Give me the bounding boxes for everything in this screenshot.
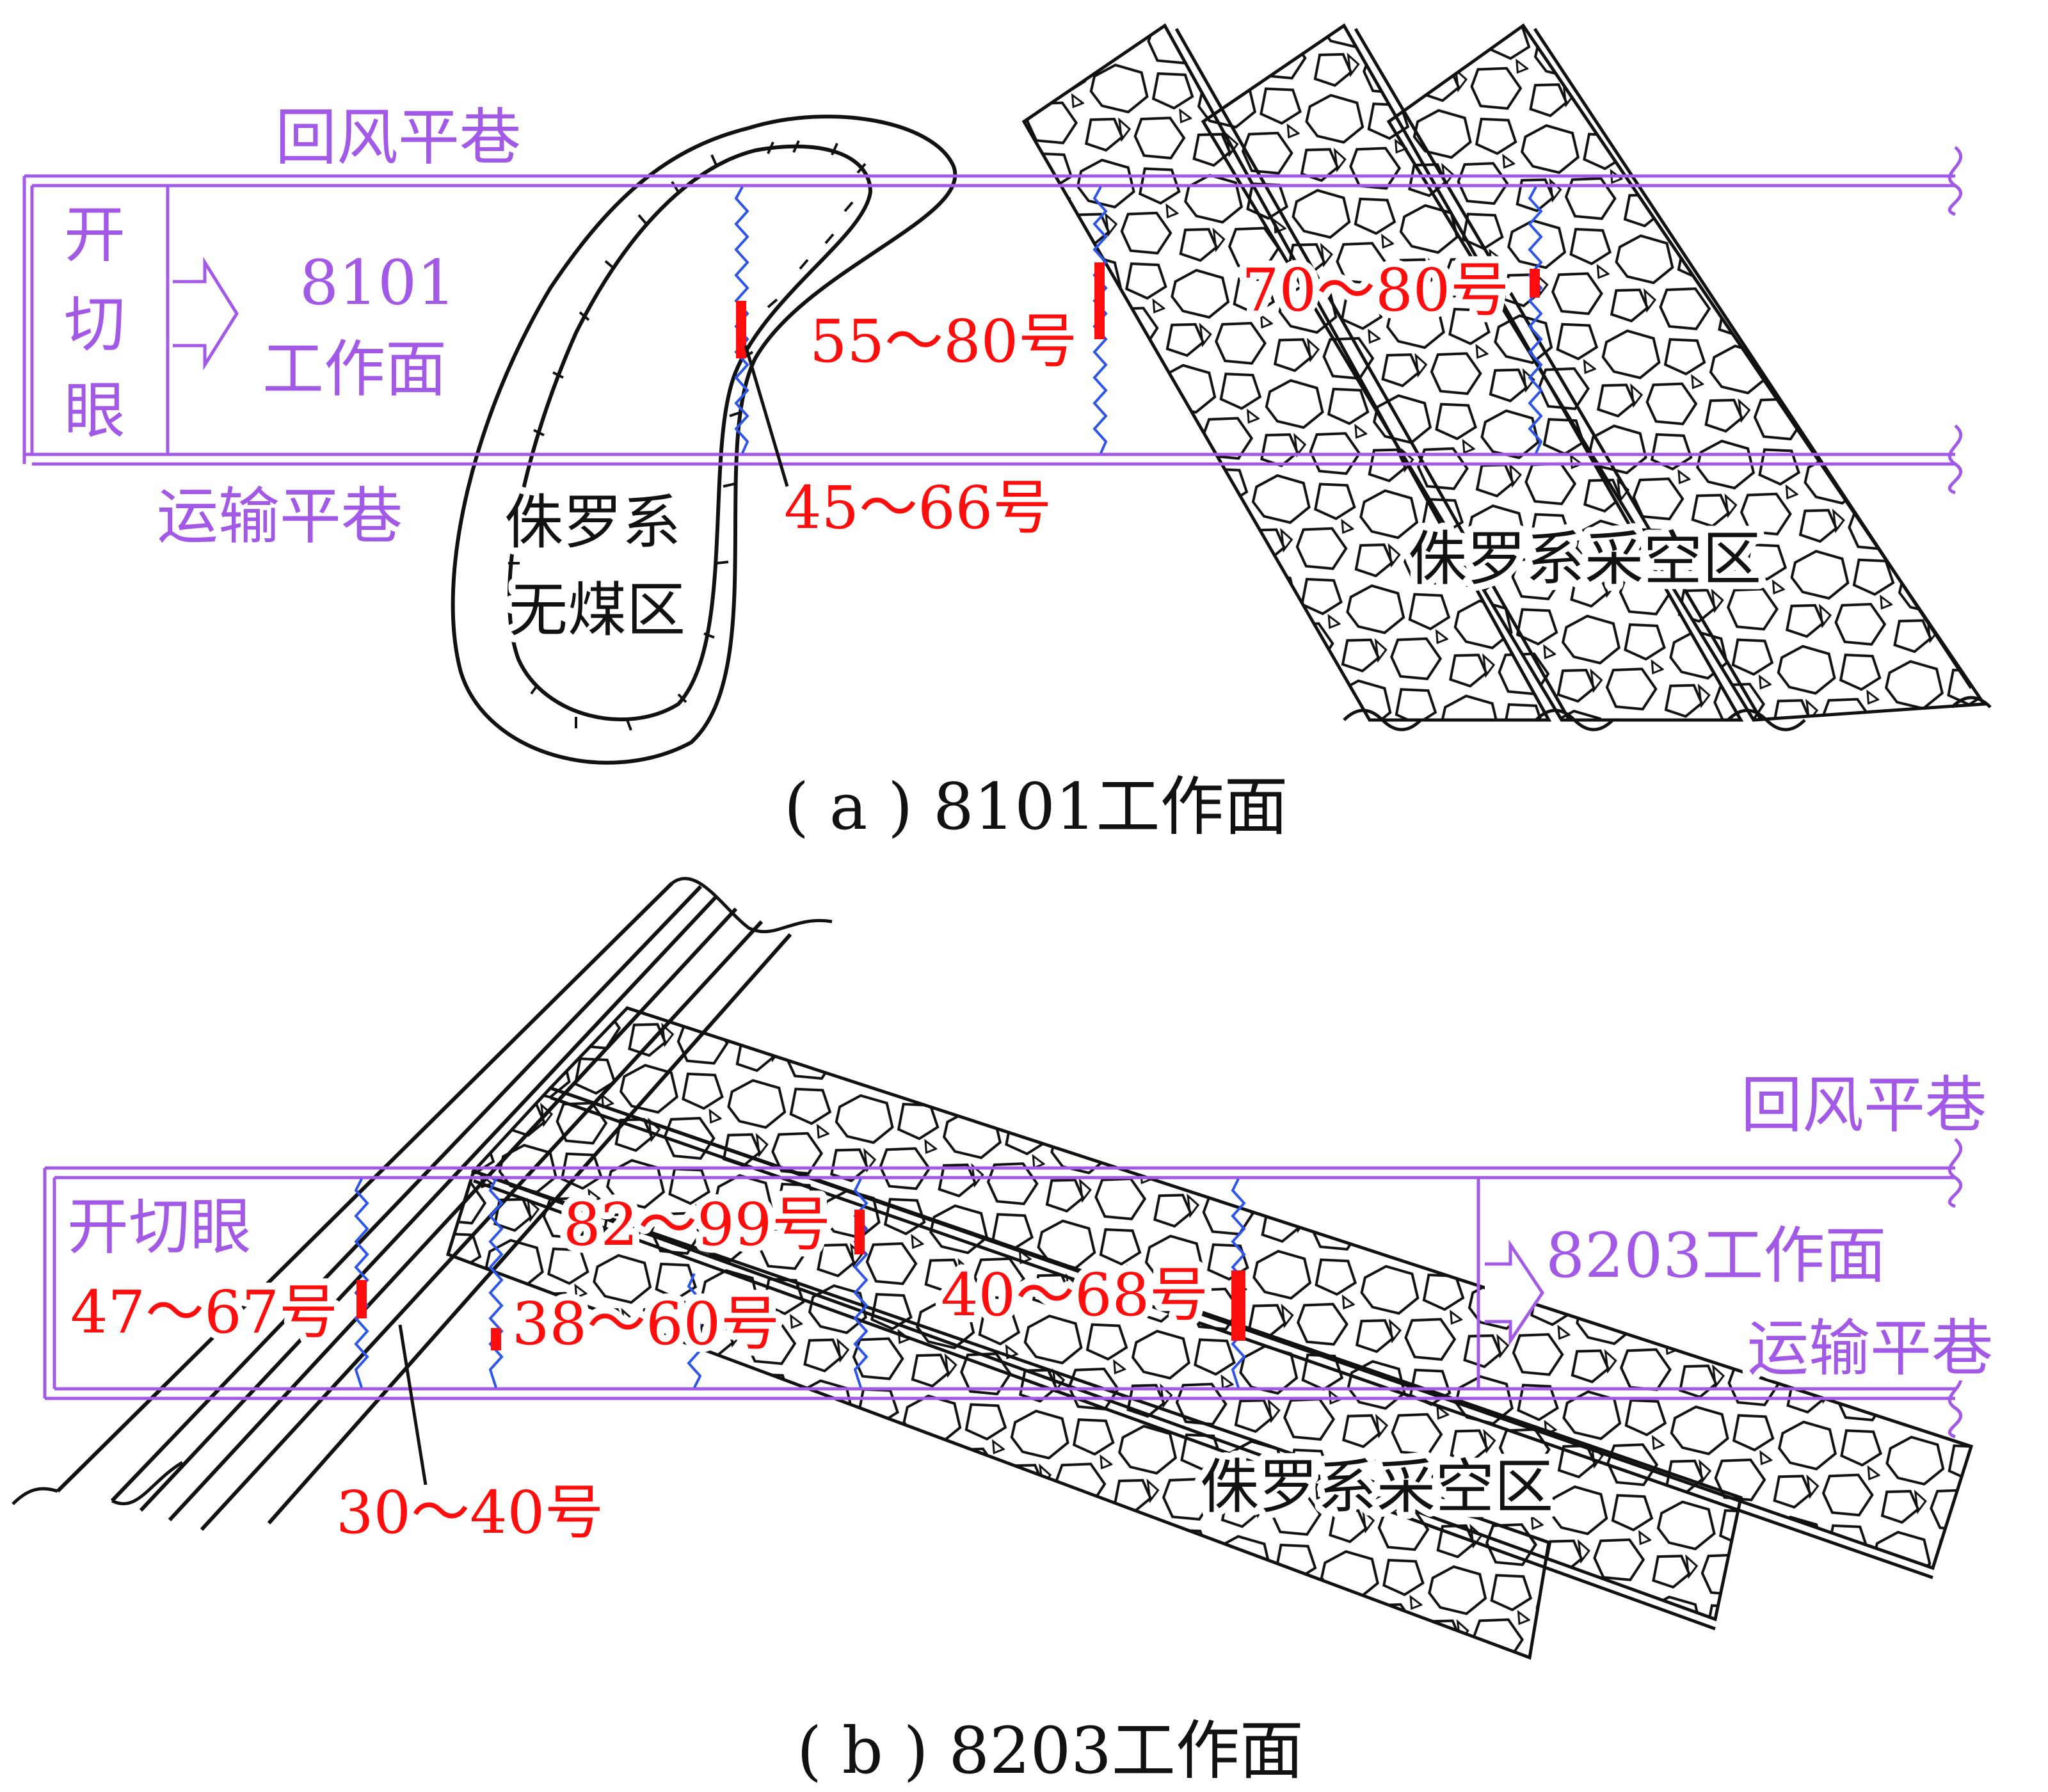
- support-range-label: 38～60号: [512, 1290, 780, 1358]
- support-range-label: 82～99号: [563, 1190, 831, 1259]
- panel-a-caption: ( a ) 8101工作面: [784, 769, 1288, 844]
- break-line: [12, 877, 833, 1506]
- goaf-label: 侏罗系采空区: [1408, 525, 1761, 593]
- transport-roadway-label: 运输平巷: [1747, 1313, 1993, 1384]
- roadway-a: [22, 146, 1962, 495]
- break-line: [1343, 696, 1992, 732]
- goaf-zone-b: [445, 1006, 1974, 1660]
- return-roadway-label: 回风平巷: [1741, 1069, 1987, 1141]
- support-range-label: 47～67号: [70, 1278, 338, 1347]
- support-range-label: 40～68号: [941, 1261, 1208, 1329]
- goaf-strip: [445, 1169, 1551, 1660]
- roadway-break-symbol: [1948, 146, 1962, 216]
- support-lines-b: [354, 1178, 1246, 1485]
- face-name-label: 工作面: [262, 333, 447, 405]
- support-range-label: 70～80号: [1242, 256, 1509, 324]
- coalless-inner-boundary: [507, 144, 873, 722]
- goaf-edge-line: [1533, 28, 1973, 689]
- fault-line: [267, 933, 792, 1524]
- support-range-label: 55～80号: [810, 307, 1077, 376]
- cut-hole-label-char: 眼: [64, 375, 125, 447]
- leader-line: [744, 345, 789, 487]
- labels-b: 回风平巷 运输平巷 8203工作面 开切眼 侏罗系采空区 47～67号 30～4…: [60, 1062, 2000, 1788]
- return-roadway-label: 回风平巷: [275, 102, 521, 173]
- hatch-marks: [508, 140, 867, 731]
- goaf-strip: [1386, 23, 1987, 722]
- leader-line: [398, 1324, 428, 1485]
- roadway-b: [43, 1138, 1962, 1439]
- roadway-break-symbol: [1948, 1368, 1962, 1439]
- advance-arrow-icon: [1485, 1239, 1545, 1347]
- goaf-strip: [470, 1086, 1743, 1622]
- goaf-edge-line: [473, 1179, 1716, 1631]
- cut-hole-label-char: 开: [64, 199, 125, 271]
- fault-line: [200, 920, 764, 1532]
- labels-a: 回风平巷 运输平巷 开 切 眼 8101 工作面 侏罗系 无煤区 侏罗系采空区 …: [64, 95, 1768, 844]
- support-lines-a: [734, 186, 1543, 487]
- goaf-label: 侏罗系采空区: [1200, 1453, 1553, 1521]
- face-name-label: 8101: [300, 247, 456, 319]
- coalless-zone-label: 侏罗系: [504, 488, 681, 557]
- transport-roadway-label: 运输平巷: [157, 481, 403, 552]
- coalless-outer-boundary: [451, 115, 957, 765]
- support-line-blue: [687, 1273, 702, 1388]
- coalless-zone-a: [451, 115, 957, 765]
- face-name-label: 8203工作面: [1546, 1220, 1886, 1292]
- cut-hole-label-char: 切: [64, 289, 125, 360]
- fault-line: [139, 894, 719, 1512]
- support-range-label: 30～40号: [336, 1478, 604, 1547]
- support-range-label: 45～66号: [784, 474, 1052, 542]
- cut-hole-label: 开切眼: [67, 1191, 252, 1263]
- panel-b: 回风平巷 运输平巷 8203工作面 开切眼 侏罗系采空区 47～67号 30～4…: [12, 877, 2000, 1788]
- advance-arrow-icon: [173, 257, 239, 371]
- fault-line: [168, 907, 738, 1522]
- support-line-blue: [354, 1178, 369, 1388]
- panel-b-caption: ( b ) 8203工作面: [797, 1713, 1304, 1788]
- goaf-edge-line: [1354, 28, 1763, 721]
- goaf-strip: [1201, 23, 1744, 722]
- roadway-break-symbol: [1948, 1138, 1962, 1208]
- goaf-edge-line: [1174, 28, 1571, 721]
- roadway-break-symbol: [1948, 424, 1962, 495]
- goaf-zone-a: [1021, 23, 1992, 732]
- goaf-strip: [1021, 23, 1552, 722]
- coalless-zone-label: 无煤区: [509, 576, 685, 644]
- panel-a: 回风平巷 运输平巷 开 切 眼 8101 工作面 侏罗系 无煤区 侏罗系采空区 …: [22, 23, 1992, 844]
- support-line-blue: [1528, 186, 1543, 454]
